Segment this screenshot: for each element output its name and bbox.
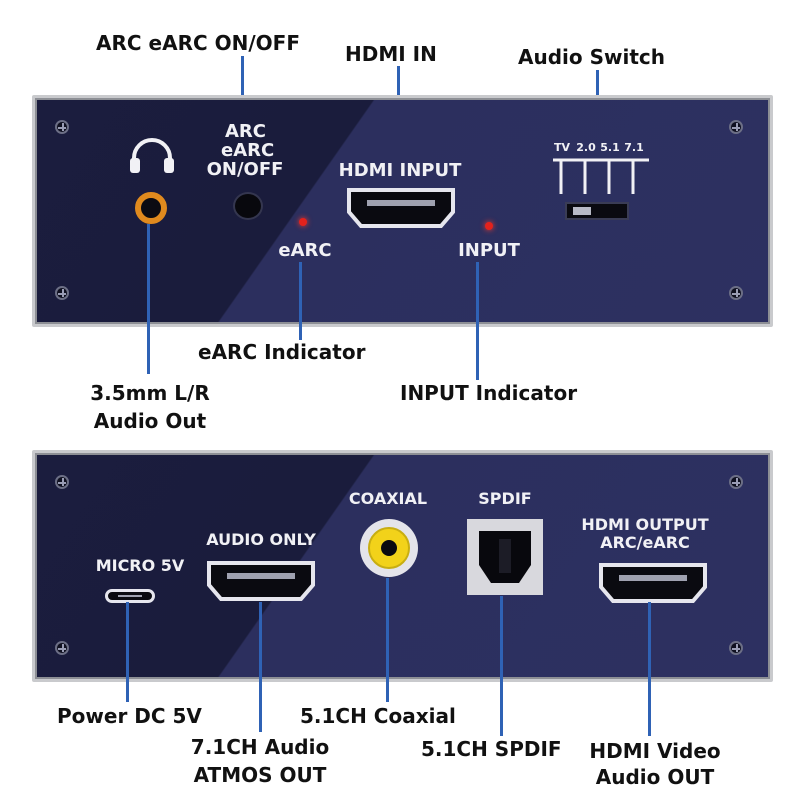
callout-spdif: 5.1CH SPDIF (421, 737, 562, 761)
leader-arc-switch (241, 56, 244, 123)
leader-hdmi-out (648, 602, 651, 736)
screw-icon (729, 475, 743, 489)
switch-pos-51: 5.1 (600, 141, 620, 154)
callout-atmos: 7.1CH Audio ATMOS OUT (170, 735, 350, 787)
callout-hdmi-out-line1: HDMI Video (589, 739, 721, 763)
callout-audio-out-line1: 3.5mm L/R (90, 381, 210, 405)
leader-atmos (259, 602, 262, 732)
leader-spdif (500, 596, 503, 736)
callout-audio-out-line2: Audio Out (93, 409, 207, 433)
hdmi-input-port[interactable] (345, 186, 457, 230)
hdmi-output-label-line1: HDMI OUTPUT (581, 515, 709, 534)
hdmi-output-label-line2: ARC/eARC (600, 533, 690, 552)
callout-audio-out: 3.5mm L/R Audio Out (60, 381, 240, 433)
audio-switch-knob[interactable] (573, 207, 591, 215)
arc-switch-button[interactable] (233, 192, 263, 220)
callout-earc-indicator: eARC Indicator (198, 340, 366, 364)
screw-icon (55, 641, 69, 655)
hdmi-output-port[interactable] (597, 561, 709, 605)
audio-out-jack[interactable] (135, 192, 167, 224)
callout-atmos-line1: 7.1CH Audio (190, 735, 330, 759)
switch-ticks (553, 158, 649, 194)
screw-icon (729, 120, 743, 134)
earc-label: eARC (278, 240, 332, 261)
leader-earc-indicator (299, 262, 302, 340)
bottom-panel: MICRO 5V AUDIO ONLY COAXIAL SPDIF HDMI O… (32, 450, 773, 682)
spdif-port[interactable] (467, 519, 543, 595)
screw-icon (729, 286, 743, 300)
screw-icon (55, 120, 69, 134)
audio-switch-slider[interactable] (565, 202, 629, 220)
micro-label: MICRO 5V (95, 556, 185, 575)
leader-power (126, 602, 129, 702)
screw-icon (55, 286, 69, 300)
callout-hdmi-in: HDMI IN (345, 42, 437, 66)
callout-power: Power DC 5V (57, 704, 202, 728)
coaxial-port[interactable] (360, 519, 418, 577)
screw-icon (729, 641, 743, 655)
hdmi-audio-only-port[interactable] (205, 559, 317, 603)
leader-audio-out (147, 224, 150, 374)
screw-icon (55, 475, 69, 489)
leader-coaxial (386, 578, 389, 702)
callout-coaxial: 5.1CH Coaxial (300, 704, 456, 728)
headphone-icon (130, 138, 174, 173)
callout-audio-switch: Audio Switch (518, 45, 665, 69)
switch-pos-tv: TV (553, 141, 571, 154)
hdmi-input-label: HDMI INPUT (338, 160, 462, 181)
callout-hdmi-out: HDMI Video Audio OUT (570, 739, 740, 789)
input-label: INPUT (458, 240, 520, 261)
top-panel: ARC eARC ON/OFF eARC HDMI INPUT INPUT TV… (32, 95, 773, 327)
audio-only-label: AUDIO ONLY (206, 530, 316, 549)
callout-input-indicator: INPUT Indicator (400, 381, 578, 405)
coaxial-label: COAXIAL (348, 489, 428, 508)
leader-input-indicator (476, 262, 479, 380)
switch-pos-71: 7.1 (624, 141, 644, 154)
arc-label-line1: ARC (225, 121, 267, 142)
callout-atmos-line2: ATMOS OUT (193, 763, 327, 787)
callout-hdmi-out-line2: Audio OUT (595, 765, 715, 789)
switch-pos-20: 2.0 (576, 141, 596, 154)
input-led (485, 222, 493, 230)
arc-label-line2: eARC (221, 140, 275, 161)
arc-label-line3: ON/OFF (206, 159, 284, 180)
earc-led (299, 218, 307, 226)
spdif-label: SPDIF (478, 489, 532, 508)
micro-usb-port[interactable] (105, 589, 155, 603)
callout-arc-switch: ARC eARC ON/OFF (96, 31, 300, 55)
